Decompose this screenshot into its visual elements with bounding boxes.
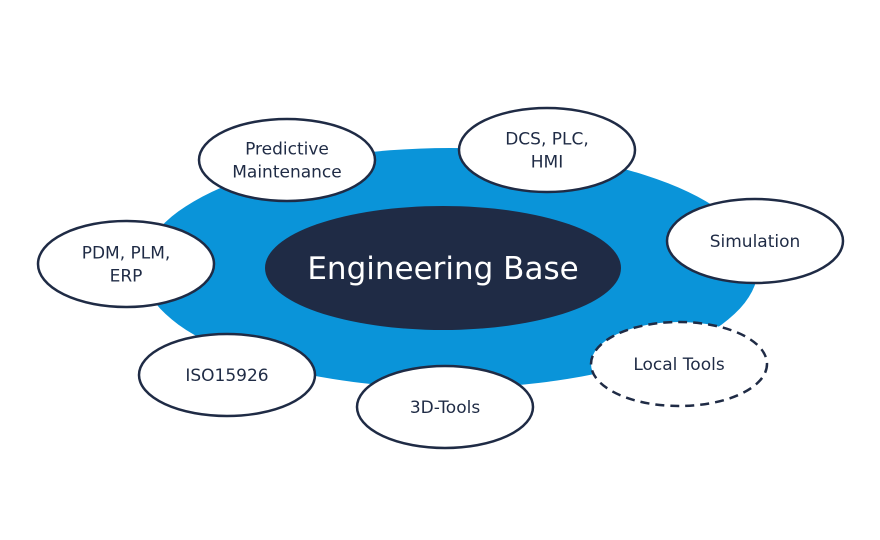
node-dcs-plc-hmi-label-line-1: DCS, PLC, [505, 130, 589, 150]
node-local-tools: Local Tools [589, 320, 769, 408]
node-3d-tools-label-line-1: 3D-Tools [410, 398, 481, 418]
hub: Engineering Base [265, 206, 621, 330]
node-local-tools-label-line-1: Local Tools [633, 355, 724, 375]
node-3d-tools-ellipse [355, 364, 535, 450]
node-predictive-maintenance-label-line-2: Maintenance [232, 163, 341, 183]
node-local-tools-ellipse [589, 320, 769, 408]
hub-ellipse [265, 206, 621, 330]
node-pdm-plm-erp-label-line-2: ERP [110, 267, 143, 287]
node-simulation-label-line-1: Simulation [710, 232, 801, 252]
hub-label: Engineering Base [307, 251, 578, 287]
node-iso15926: ISO15926 [137, 332, 317, 418]
node-pdm-plm-erp: PDM, PLM, ERP [36, 219, 216, 309]
node-dcs-plc-hmi-label-line-2: HMI [531, 153, 563, 173]
node-iso15926-label-line-1: ISO15926 [185, 366, 268, 386]
node-3d-tools: 3D-Tools [355, 364, 535, 450]
node-predictive-maintenance-label-line-1: Predictive [245, 140, 329, 160]
node-iso15926-ellipse [137, 332, 317, 418]
node-simulation: Simulation [665, 197, 845, 285]
node-dcs-plc-hmi-ellipse [457, 106, 637, 194]
node-pdm-plm-erp-ellipse [36, 219, 216, 309]
node-simulation-ellipse [665, 197, 845, 285]
node-pdm-plm-erp-label-line-1: PDM, PLM, [82, 244, 171, 264]
node-predictive-maintenance-ellipse [197, 117, 377, 203]
node-dcs-plc-hmi: DCS, PLC, HMI [457, 106, 637, 194]
